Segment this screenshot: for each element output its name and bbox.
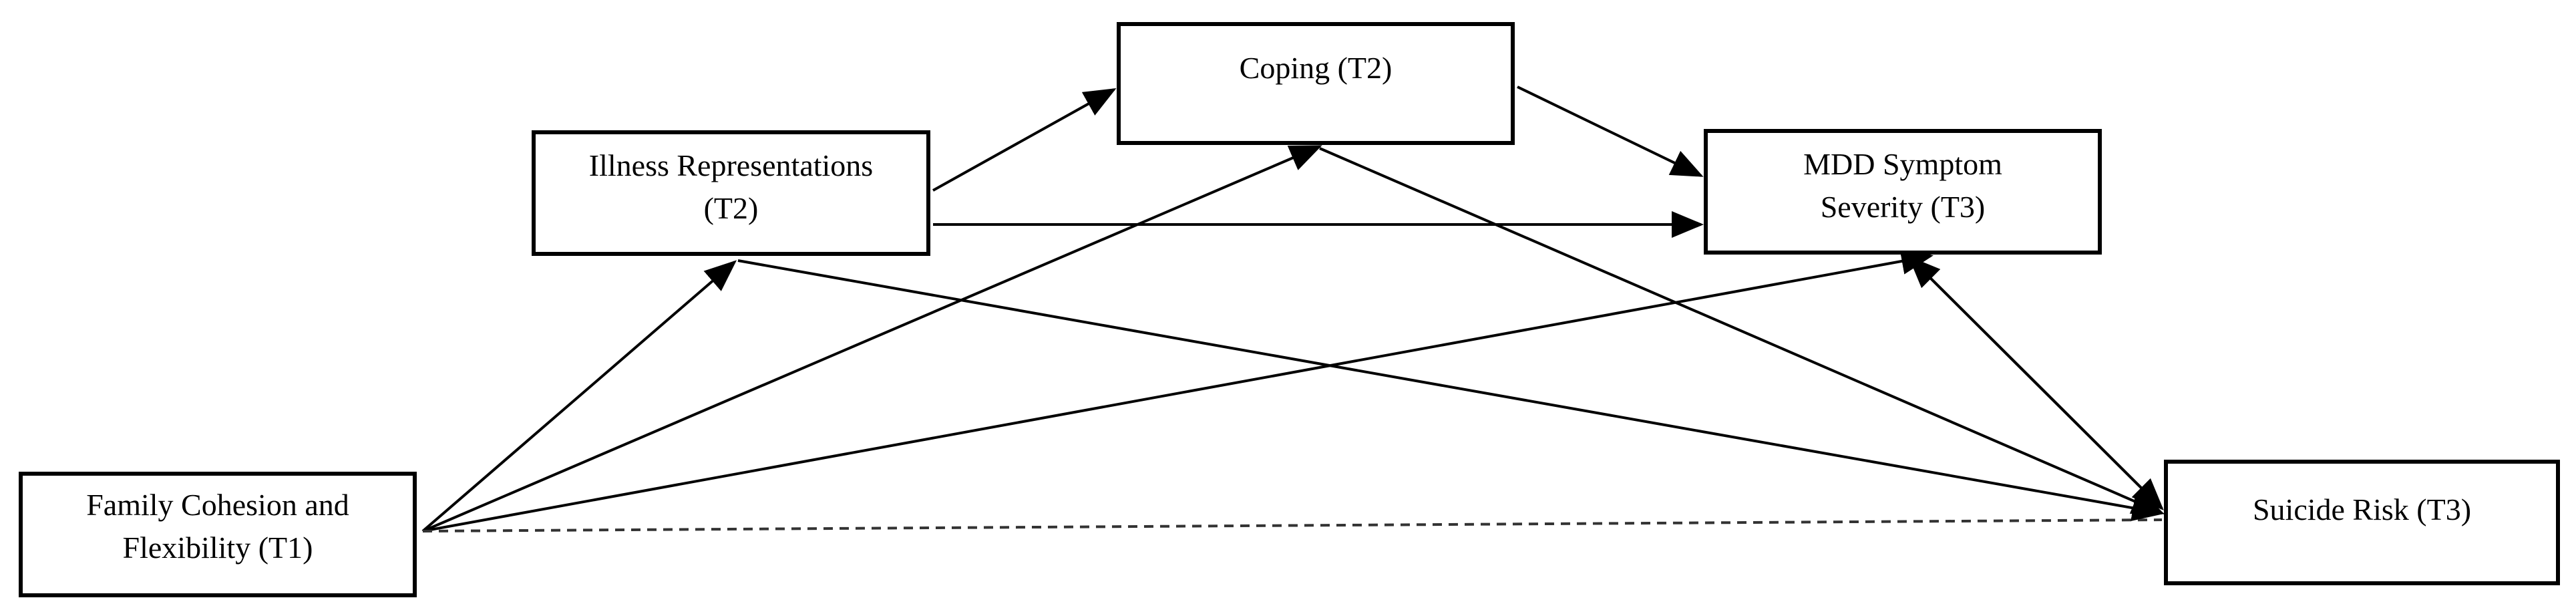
coping-label: Coping (T2) [1239,51,1393,85]
mdd-symptom-severity-label-line2: Severity (T3) [1820,190,1986,224]
illness-representations-label-line1: Illness Representations [588,148,874,182]
coping-box: Coping (T2) [1117,22,1515,145]
path-arrows [421,86,2165,532]
arrow-coping-to-mdd [1517,86,1704,177]
suicide-risk-label: Suicide Risk (T3) [2252,492,2472,526]
mdd-symptom-severity-label-line1: MDD Symptom [1803,147,2002,181]
family-cohesion-box: Family Cohesion and Flexibility (T1) [19,472,417,597]
suicide-risk-box: Suicide Risk (T3) [2164,460,2560,585]
illness-representations-label-line2: (T2) [703,191,759,225]
arrow-suicide-to-mdd [1908,256,2163,510]
family-cohesion-label-line1: Family Cohesion and [86,488,349,522]
arrow-illness-to-coping [932,88,1117,192]
illness-representations-box: Illness Representations (T2) [532,130,930,256]
arrow-coping-to-suicide [1319,147,2165,514]
arrow-family-to-illness [421,260,737,532]
arrow-illness-to-suicide [737,259,2165,522]
family-cohesion-label-line2: Flexibility (T1) [122,530,313,565]
arrow-family-to-mdd [422,248,1934,532]
arrow-family-to-coping [422,145,1322,532]
arrow-family-to-suicide [422,518,2163,532]
mdd-symptom-severity-box: MDD Symptom Severity (T3) [1704,129,2102,255]
